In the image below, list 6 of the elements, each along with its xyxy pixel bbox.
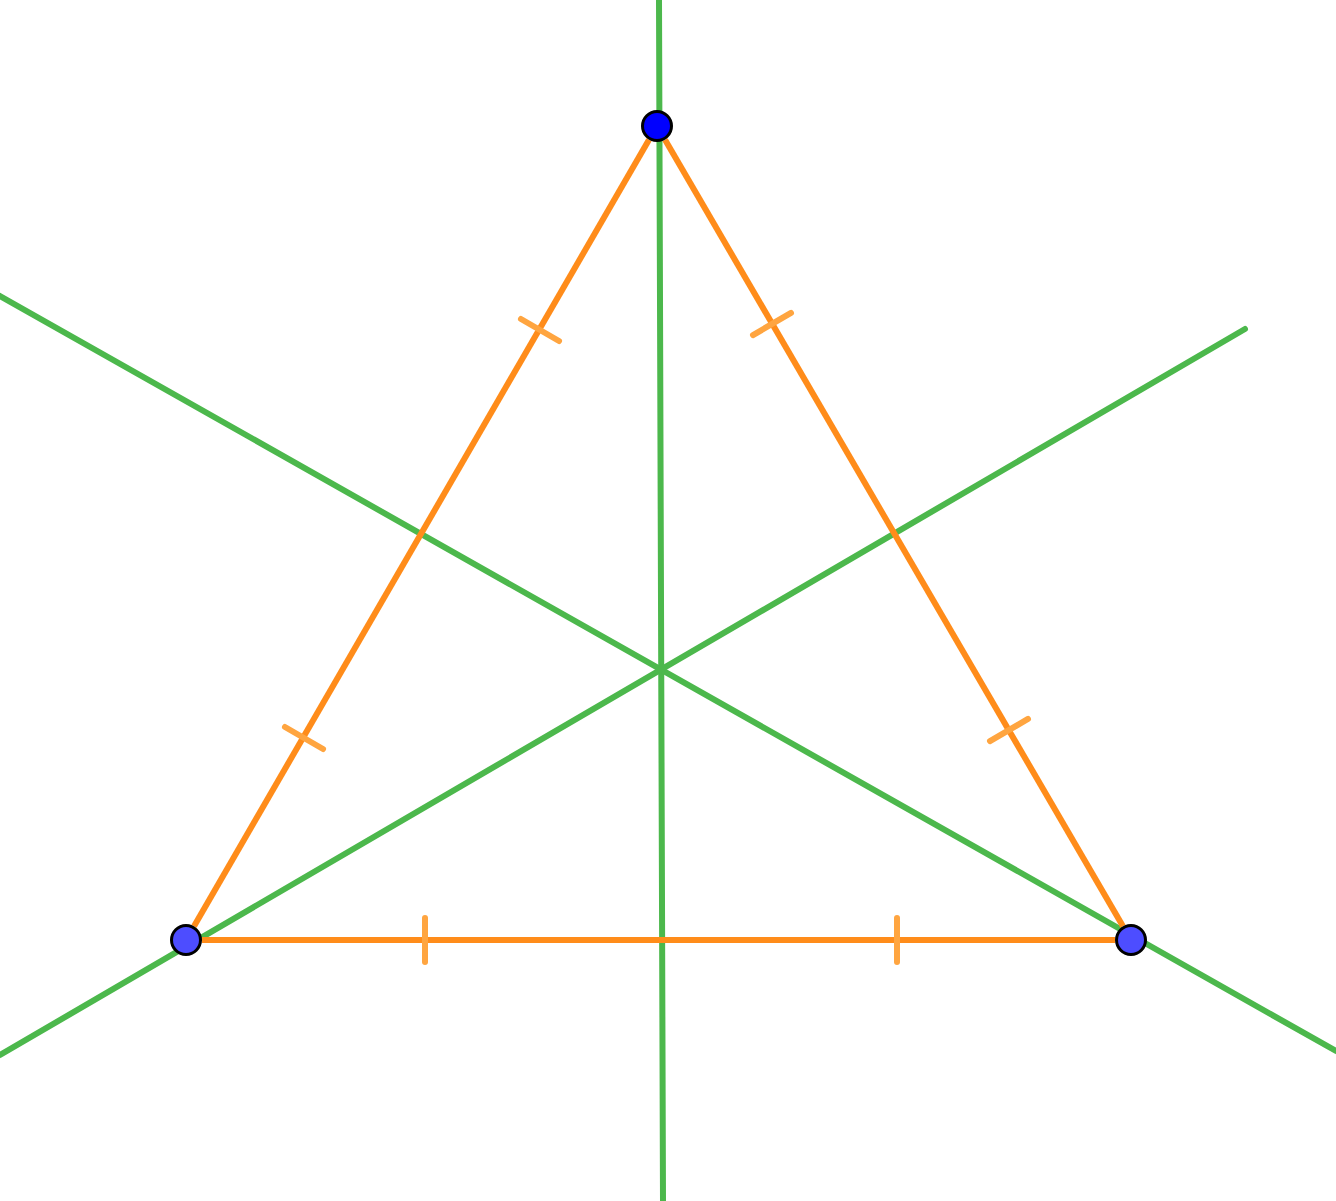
triangle-side xyxy=(191,138,652,928)
vertex-point xyxy=(641,110,673,142)
triangle-side xyxy=(202,937,1115,943)
triangle-side xyxy=(662,138,1126,928)
vertex-point xyxy=(170,924,202,956)
vertex-point xyxy=(1115,924,1147,956)
